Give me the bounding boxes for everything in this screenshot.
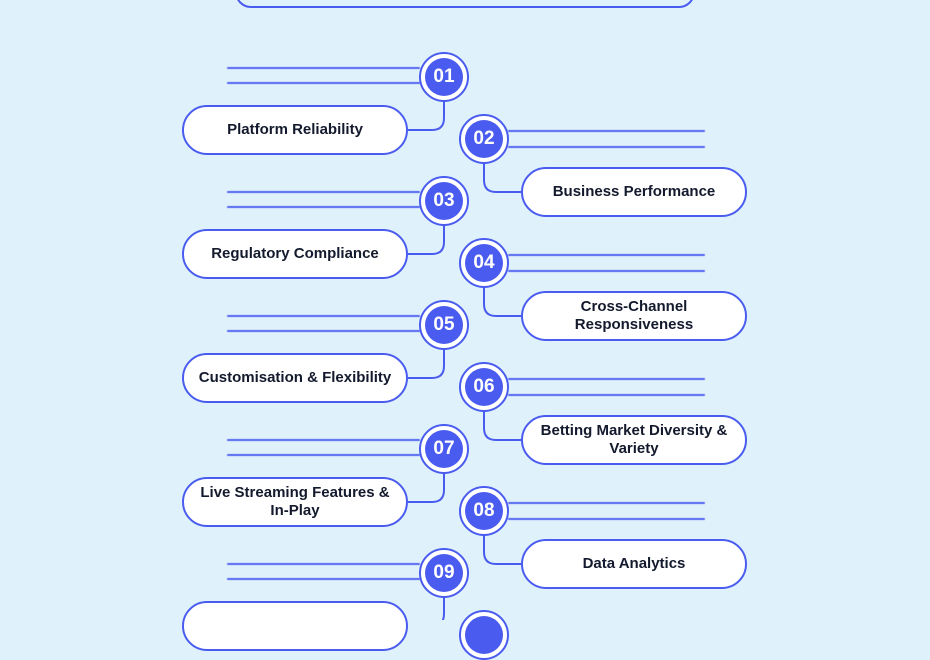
step-number-badge: 04: [459, 238, 509, 288]
connector-line: [483, 288, 521, 317]
step-label: Betting Market Diversity & Variety: [540, 422, 728, 457]
step-number-badge: 01: [419, 52, 469, 102]
step-label: Data Analytics: [582, 555, 686, 572]
step-number-badge: 03: [419, 176, 469, 226]
step-label-pill: [182, 601, 408, 651]
step-number: 06: [465, 368, 503, 406]
connector-line: [441, 598, 445, 620]
step-label: Live Streaming Features & In-Play: [200, 484, 390, 519]
step-label: Customisation & Flexibility: [198, 369, 392, 386]
step-label-pill: Customisation & Flexibility: [182, 353, 408, 403]
step-number: 09: [425, 554, 463, 592]
step-number: 02: [465, 120, 503, 158]
connector-line: [483, 412, 521, 441]
step-label-pill: Live Streaming Features & In-Play: [182, 477, 408, 527]
step-label-pill: Platform Reliability: [182, 105, 408, 155]
step-number-badge: 09: [419, 548, 469, 598]
connector-line: [483, 164, 521, 193]
step-number: 03: [425, 182, 463, 220]
step-label-pill: Data Analytics: [521, 539, 747, 589]
step-number: 05: [425, 306, 463, 344]
step-label-pill: Business Performance: [521, 167, 747, 217]
step-label: Cross-Channel Responsiveness: [574, 298, 694, 333]
connector-line: [408, 102, 445, 131]
connector-line: [408, 226, 445, 255]
step-label: Platform Reliability: [227, 121, 363, 138]
step-label: Business Performance: [552, 183, 716, 200]
step-number: 04: [465, 244, 503, 282]
step-number: 08: [465, 492, 503, 530]
step-label-pill: Betting Market Diversity & Variety: [521, 415, 747, 465]
step-number-badge: 08: [459, 486, 509, 536]
step-number: 07: [425, 430, 463, 468]
connector-lines: [226, 66, 706, 620]
step-label-pill: Regulatory Compliance: [182, 229, 408, 279]
step-label: Regulatory Compliance: [211, 245, 379, 262]
step-number-badge-partial: [459, 610, 509, 660]
step-number-badge: 05: [419, 300, 469, 350]
step-number-badge: 02: [459, 114, 509, 164]
connector-line: [408, 350, 445, 379]
step-label-pill: Cross-Channel Responsiveness: [521, 291, 747, 341]
connector-line: [408, 474, 445, 503]
connector-line: [483, 536, 521, 565]
step-number-badge: 06: [459, 362, 509, 412]
step-number: 01: [425, 58, 463, 96]
step-number-badge: 07: [419, 424, 469, 474]
step-number-partial: [465, 616, 503, 654]
